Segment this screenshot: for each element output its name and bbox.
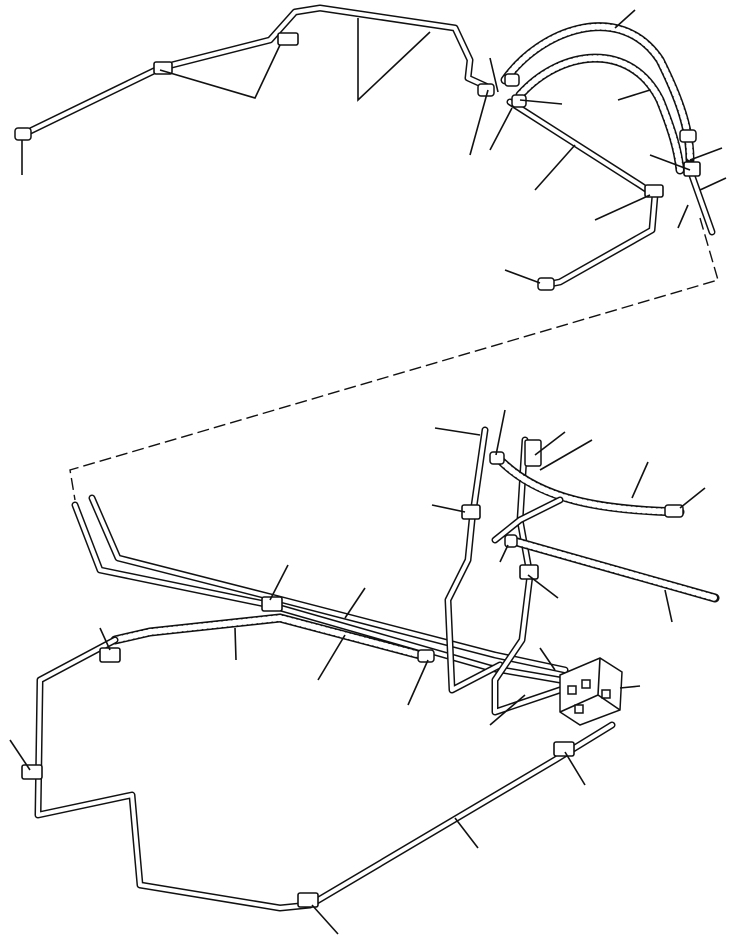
upper-arched-hose-outer [500, 22, 695, 165]
fitting-lower-4 [524, 439, 542, 467]
clamp-7 [21, 764, 43, 780]
fitting-lower-5 [504, 534, 518, 548]
fitting-hose-end [504, 73, 520, 87]
clamp-2 [277, 32, 299, 46]
clamp-11 [519, 564, 539, 580]
upper-tube-branch [506, 98, 659, 289]
lower-leaders [9, 409, 706, 935]
clamp-6 [99, 647, 121, 663]
phantom-connection-line [69, 217, 719, 501]
control-valve [559, 657, 623, 726]
upper-tube-main [18, 4, 494, 139]
fitting-top-center [477, 83, 495, 97]
fitting-lower-1 [417, 649, 435, 663]
clamp-8 [297, 892, 319, 908]
fitting-bottom [537, 277, 555, 291]
clamp-5 [261, 596, 283, 612]
upper-assembly [14, 4, 727, 291]
fitting-right-1 [679, 129, 697, 143]
clamp-1 [153, 61, 173, 75]
fitting-left [14, 127, 32, 141]
lower-tube-loop [34, 636, 616, 912]
fitting-lower-2 [664, 504, 684, 518]
lower-assembly [9, 409, 720, 935]
clamp-4 [683, 161, 701, 177]
clamp-3 [644, 184, 664, 198]
clamp-9 [553, 741, 575, 757]
upper-leaders [21, 9, 727, 284]
